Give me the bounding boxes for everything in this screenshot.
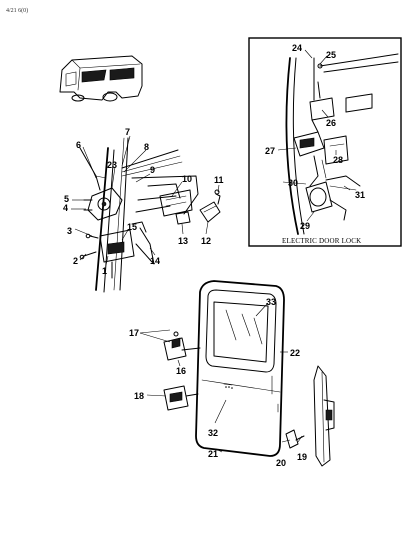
corner-code: 4/21 6(0) — [6, 7, 28, 14]
callout-21: 21 — [208, 449, 218, 459]
rear-striker-assembly — [285, 365, 335, 467]
callout-1: 1 — [102, 266, 107, 276]
callout-5: 5 — [64, 194, 69, 204]
callout-29: 29 — [300, 221, 310, 231]
callout-19: 19 — [297, 452, 307, 462]
callout-leaders-inset — [277, 49, 351, 222]
callout-4: 4 — [63, 203, 68, 213]
van-thumbnail — [59, 55, 143, 102]
callout-leaders-left — [71, 135, 220, 266]
callout-23: 23 — [107, 160, 117, 170]
callout-33: 33 — [266, 297, 276, 307]
callout-10: 10 — [182, 174, 192, 184]
callout-7: 7 — [125, 127, 130, 137]
callout-25: 25 — [326, 50, 336, 60]
callout-28: 28 — [333, 155, 343, 165]
callout-30: 30 — [288, 178, 298, 188]
door-hinges — [163, 331, 201, 411]
sliding-door-panel — [195, 280, 285, 457]
callout-leaders-door — [139, 302, 303, 453]
callout-15: 15 — [127, 222, 137, 232]
callout-24: 24 — [292, 43, 302, 53]
electric-door-lock-inset — [248, 37, 402, 247]
callout-3: 3 — [67, 226, 72, 236]
callout-18: 18 — [134, 391, 144, 401]
callout-20: 20 — [276, 458, 286, 468]
callout-26: 26 — [326, 118, 336, 128]
callout-27: 27 — [265, 146, 275, 156]
callout-9: 9 — [150, 165, 155, 175]
callout-2: 2 — [73, 256, 78, 266]
callout-32: 32 — [208, 428, 218, 438]
callout-22: 22 — [290, 348, 300, 358]
callout-13: 13 — [178, 236, 188, 246]
callout-31: 31 — [355, 190, 365, 200]
callout-11: 11 — [214, 175, 224, 185]
callout-16: 16 — [176, 366, 186, 376]
callout-14: 14 — [150, 256, 160, 266]
door-lock-mechanism — [79, 137, 221, 293]
callout-6: 6 — [76, 140, 81, 150]
callout-12: 12 — [201, 236, 211, 246]
callout-17: 17 — [129, 328, 139, 338]
callout-8: 8 — [144, 142, 149, 152]
inset-caption: ELECTRIC DOOR LOCK — [282, 237, 361, 245]
